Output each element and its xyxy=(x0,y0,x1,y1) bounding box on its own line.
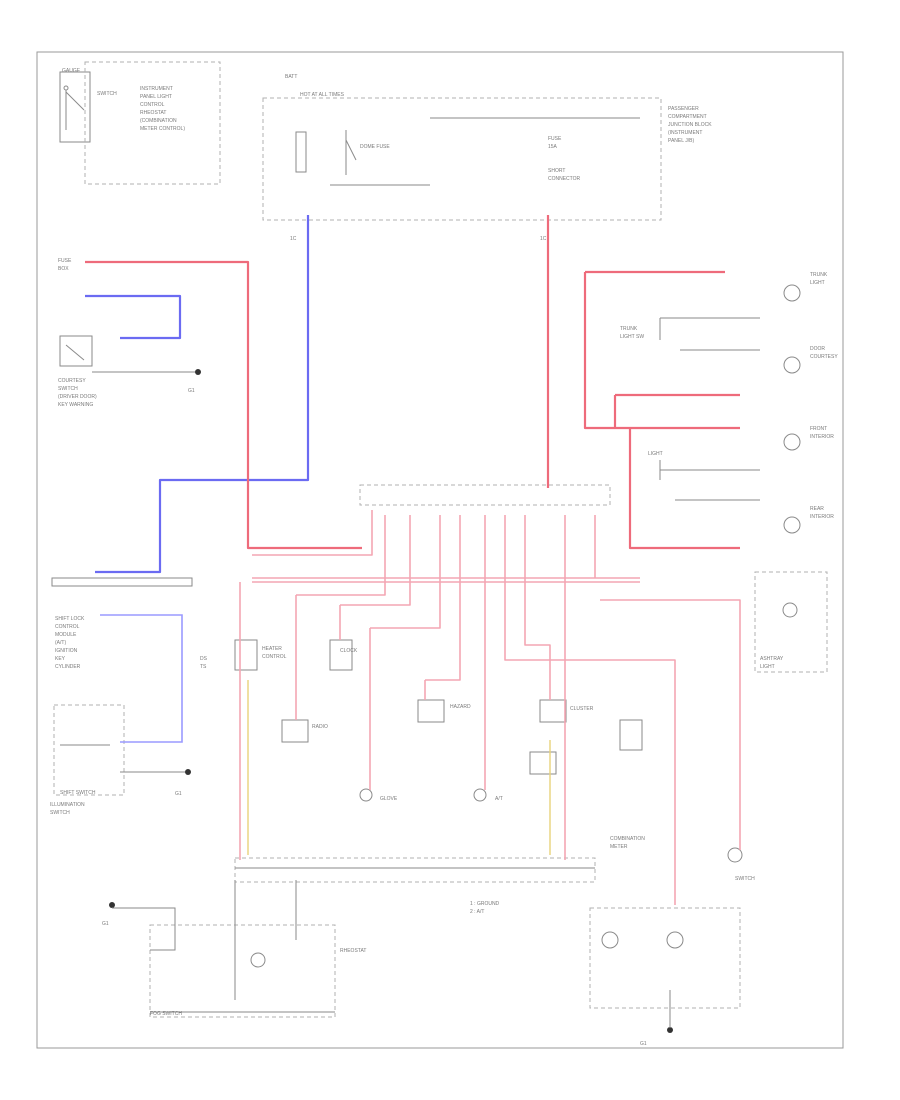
lower-bus: 1 : GROUND 2 : A/T xyxy=(234,857,596,915)
svg-text:HEATER: HEATER xyxy=(262,646,282,652)
svg-text:RHEOSTAT: RHEOSTAT xyxy=(140,110,166,116)
svg-text:CLOCK: CLOCK xyxy=(340,648,358,654)
pink-wires xyxy=(239,510,741,905)
svg-text:JUNCTION BLOCK: JUNCTION BLOCK xyxy=(668,122,712,128)
svg-text:FUSE: FUSE xyxy=(58,258,72,264)
svg-text:FOG SWITCH: FOG SWITCH xyxy=(150,1011,182,1017)
svg-text:PANEL LIGHT: PANEL LIGHT xyxy=(140,94,172,100)
svg-text:TRUNK: TRUNK xyxy=(810,272,828,278)
svg-text:COMPARTMENT: COMPARTMENT xyxy=(668,114,707,120)
svg-text:G1: G1 xyxy=(188,388,195,394)
svg-text:SWITCH: SWITCH xyxy=(50,810,70,816)
svg-text:KEY WARNING: KEY WARNING xyxy=(58,402,93,408)
svg-text:SHIFT LOCK: SHIFT LOCK xyxy=(55,616,85,622)
svg-text:LIGHT SW: LIGHT SW xyxy=(620,334,644,340)
svg-text:15A: 15A xyxy=(548,144,558,150)
black-leaders xyxy=(92,317,760,1028)
svg-text:DOME FUSE: DOME FUSE xyxy=(360,144,390,150)
svg-text:COURTESY: COURTESY xyxy=(810,354,838,360)
svg-text:FUSE: FUSE xyxy=(548,136,562,142)
diagram-frame xyxy=(36,51,844,1049)
svg-text:1C: 1C xyxy=(540,236,547,242)
svg-text:SWITCH: SWITCH xyxy=(735,876,755,882)
svg-text:FRONT: FRONT xyxy=(810,426,827,432)
svg-text:LIGHT: LIGHT xyxy=(760,664,775,670)
svg-text:IGNITION: IGNITION xyxy=(55,648,78,654)
svg-text:REAR: REAR xyxy=(810,506,824,512)
svg-text:RHEOSTAT: RHEOSTAT xyxy=(340,948,366,954)
top-left-switch-box: GAUGE SWITCH INSTRUMENT PANEL LIGHT CONT… xyxy=(59,61,221,185)
svg-text:TRUNK: TRUNK xyxy=(620,326,638,332)
svg-text:RADIO: RADIO xyxy=(312,724,328,730)
svg-text:TS: TS xyxy=(200,664,207,670)
svg-text:CYLINDER: CYLINDER xyxy=(55,664,81,670)
svg-text:METER: METER xyxy=(610,844,628,850)
svg-text:SWITCH: SWITCH xyxy=(97,91,117,97)
svg-text:CLUSTER: CLUSTER xyxy=(570,706,594,712)
svg-text:SWITCH: SWITCH xyxy=(58,386,78,392)
blue-wires xyxy=(85,215,310,743)
svg-text:G1: G1 xyxy=(175,791,182,797)
svg-text:INSTRUMENT: INSTRUMENT xyxy=(140,86,173,92)
shift-switch-block: SHIFT LOCK CONTROL MODULE (A/T) IGNITION… xyxy=(50,577,208,816)
svg-text:CONNECTOR: CONNECTOR xyxy=(548,176,581,182)
svg-text:BATT: BATT xyxy=(285,74,297,80)
svg-text:ILLUMINATION: ILLUMINATION xyxy=(50,802,85,808)
svg-text:SHIFT SWITCH: SHIFT SWITCH xyxy=(60,790,96,796)
svg-text:LIGHT: LIGHT xyxy=(648,451,663,457)
svg-text:(A/T): (A/T) xyxy=(55,640,66,646)
svg-text:SHORT: SHORT xyxy=(548,168,565,174)
svg-text:CONTROL: CONTROL xyxy=(140,102,165,108)
bottom-left-block: FOG SWITCH RHEOSTAT G1 xyxy=(102,902,366,1018)
svg-text:(DRIVER DOOR): (DRIVER DOOR) xyxy=(58,394,97,400)
svg-text:INTERIOR: INTERIOR xyxy=(810,434,834,440)
svg-text:GAUGE: GAUGE xyxy=(62,68,81,74)
svg-text:MODULE: MODULE xyxy=(55,632,77,638)
svg-text:G1: G1 xyxy=(640,1041,647,1047)
svg-text:METER CONTROL): METER CONTROL) xyxy=(140,126,185,132)
svg-text:CONTROL: CONTROL xyxy=(55,624,80,630)
bottom-right-block: G1 SWITCH xyxy=(589,847,755,1047)
svg-text:BOX: BOX xyxy=(58,266,69,272)
svg-text:COMBINATION: COMBINATION xyxy=(610,836,645,842)
svg-text:1 : GROUND: 1 : GROUND xyxy=(470,901,500,907)
fuse-block-top: BATT HOT AT ALL TIMES DOME FUSE FUSE 15A… xyxy=(262,74,712,242)
svg-text:2 : A/T: 2 : A/T xyxy=(470,909,484,915)
svg-text:DS: DS xyxy=(200,656,208,662)
svg-text:KEY: KEY xyxy=(55,656,66,662)
svg-text:GLOVE: GLOVE xyxy=(380,796,398,802)
svg-text:CONTROL: CONTROL xyxy=(262,654,287,660)
svg-text:INTERIOR: INTERIOR xyxy=(810,514,834,520)
svg-text:1C: 1C xyxy=(290,236,297,242)
svg-text:PANEL J/B): PANEL J/B) xyxy=(668,138,694,144)
svg-text:DOOR: DOOR xyxy=(810,346,825,352)
svg-text:(COMBINATION: (COMBINATION xyxy=(140,118,177,124)
svg-text:HOT AT ALL TIMES: HOT AT ALL TIMES xyxy=(300,92,345,98)
main-connector xyxy=(252,484,640,583)
svg-text:PASSENGER: PASSENGER xyxy=(668,106,699,112)
red-wires xyxy=(85,215,740,550)
svg-text:LIGHT: LIGHT xyxy=(810,280,825,286)
svg-text:ASHTRAY: ASHTRAY xyxy=(760,656,784,662)
svg-text:A/T: A/T xyxy=(495,796,503,802)
right-lamps: TRUNK LIGHT DOOR COURTESY FRONT INTERIOR… xyxy=(620,272,838,673)
svg-text:G1: G1 xyxy=(102,921,109,927)
courtesy-switch: FUSE BOX COURTESY SWITCH (DRIVER DOOR) K… xyxy=(58,258,201,408)
svg-text:HAZARD: HAZARD xyxy=(450,704,471,710)
svg-text:COURTESY: COURTESY xyxy=(58,378,86,384)
svg-text:(INSTRUMENT: (INSTRUMENT xyxy=(668,130,702,136)
